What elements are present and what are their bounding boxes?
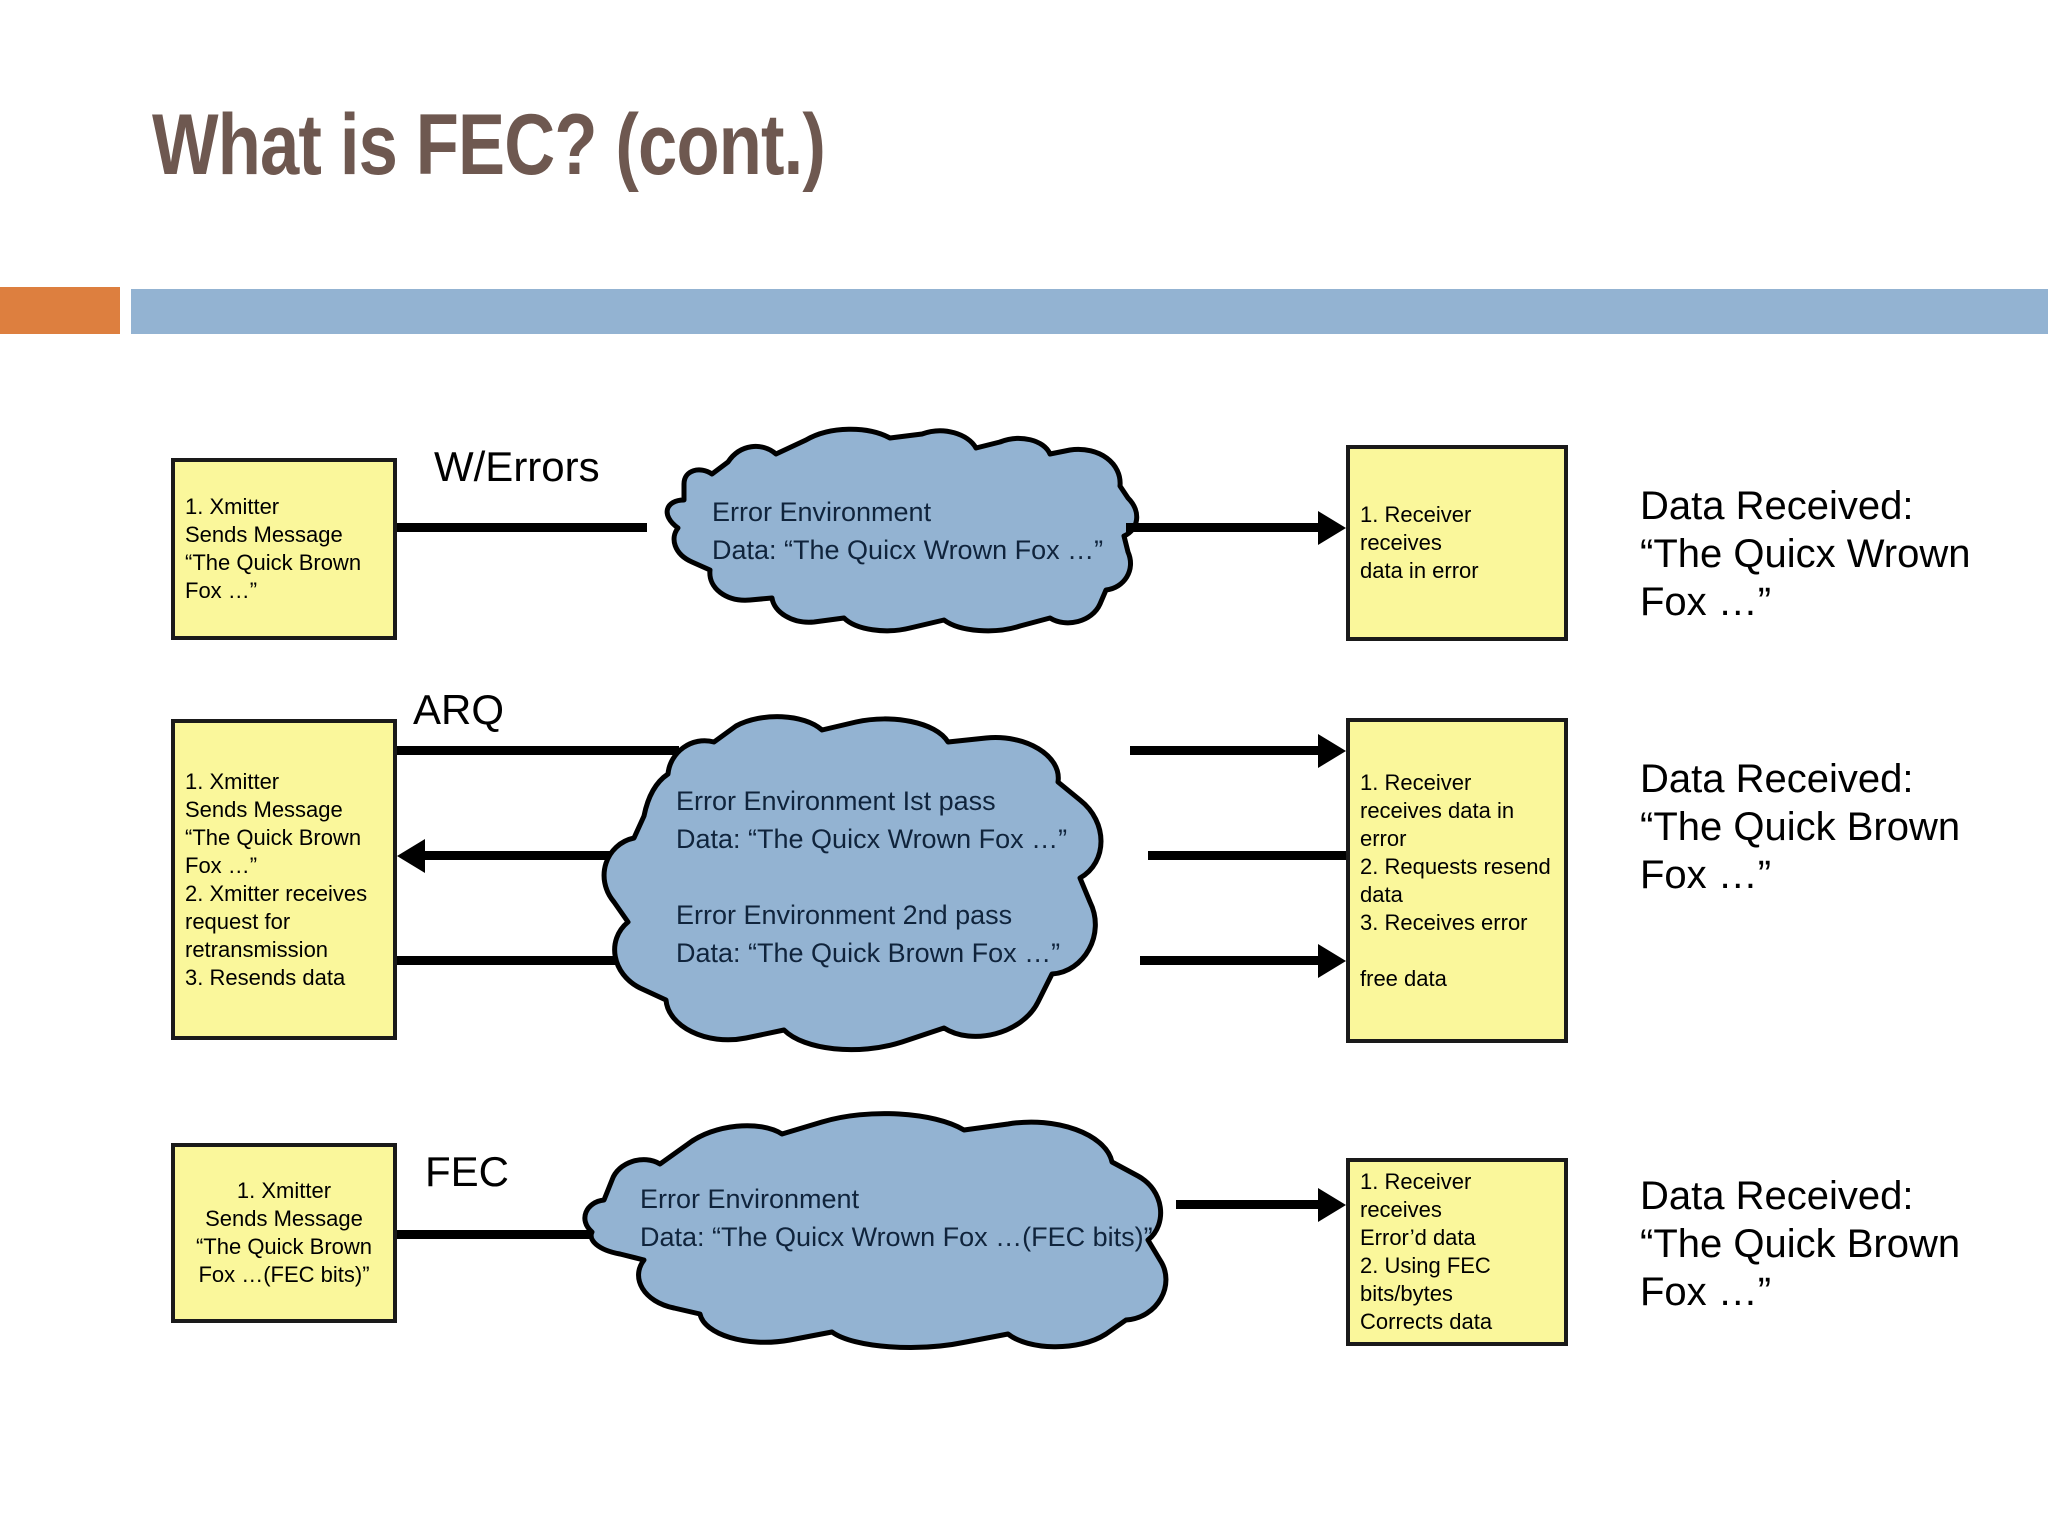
connector-cloud-to-rx1-arq: [1130, 746, 1326, 755]
connector-tx-out-arq: [397, 746, 679, 755]
connector-resend-request-arq: [425, 851, 685, 860]
row-label-fec: FEC: [425, 1148, 509, 1195]
connector-cloud-to-rx-werrors: [1126, 523, 1326, 532]
receiver-box-arq: 1. Receiver receives data in error 2. Re…: [1346, 718, 1568, 1043]
connector-cloud-to-rx-fec: [1176, 1200, 1326, 1209]
accent-block: [0, 287, 120, 334]
error-cloud-werrors: Error Environment Data: “The Quicx Wrown…: [600, 420, 1160, 635]
cloud-shape-werrors: [664, 426, 1140, 634]
data-received-fec: Data Received: “The Quick Brown Fox …”: [1640, 1174, 1961, 1314]
connector-cloud-to-rx3-arq: [1140, 956, 1326, 965]
transmitter-box-werrors: 1. Xmitter Sends Message “The Quick Brow…: [171, 458, 397, 640]
connector-tx-to-cloud-werrors: [397, 523, 647, 532]
receiver-box-fec: 1. Receiver receives Error’d data 2. Usi…: [1346, 1158, 1568, 1346]
cloud-shape-arq: [601, 714, 1104, 1053]
arrowhead-rx3-arq: [1318, 944, 1346, 978]
arrowhead-rx-fec: [1318, 1188, 1346, 1222]
data-received-werrors: Data Received: “The Quicx Wrown Fox …”: [1640, 484, 1971, 624]
page-title: What is FEC? (cont.): [152, 97, 826, 193]
arrowhead-tx-arq: [397, 839, 425, 873]
transmitter-box-fec: 1. Xmitter Sends Message “The Quick Brow…: [171, 1143, 397, 1323]
error-cloud-fec: Error Environment Data: “The Quicx Wrown…: [578, 1111, 1218, 1350]
cloud-shape-fec: [582, 1111, 1169, 1350]
connector-cloud-to-rx2-arq: [1148, 851, 1346, 860]
connector-tx-resend-arq: [397, 956, 679, 965]
cloud-text-fec: Error Environment Data: “The Quicx Wrown…: [640, 1184, 1153, 1252]
receiver-box-werrors: 1. Receiver receives data in error: [1346, 445, 1568, 641]
arrowhead-rx-werrors: [1318, 511, 1346, 545]
header-rule-bar: [131, 289, 2048, 334]
connector-tx-to-cloud-fec: [397, 1230, 635, 1239]
row-label-werrors: W/Errors: [434, 443, 600, 490]
error-cloud-arq: Error Environment Ist pass Data: “The Qu…: [556, 712, 1156, 1062]
arrowhead-rx1-arq: [1318, 734, 1346, 768]
row-label-arq: ARQ: [413, 686, 505, 733]
cloud-text-werrors: Error Environment Data: “The Quicx Wrown…: [712, 497, 1104, 565]
transmitter-box-arq: 1. Xmitter Sends Message “The Quick Brow…: [171, 719, 397, 1040]
data-received-arq: Data Received: “The Quick Brown Fox …”: [1640, 757, 1961, 897]
cloud-text-arq: Error Environment Ist pass Data: “The Qu…: [676, 786, 1068, 968]
